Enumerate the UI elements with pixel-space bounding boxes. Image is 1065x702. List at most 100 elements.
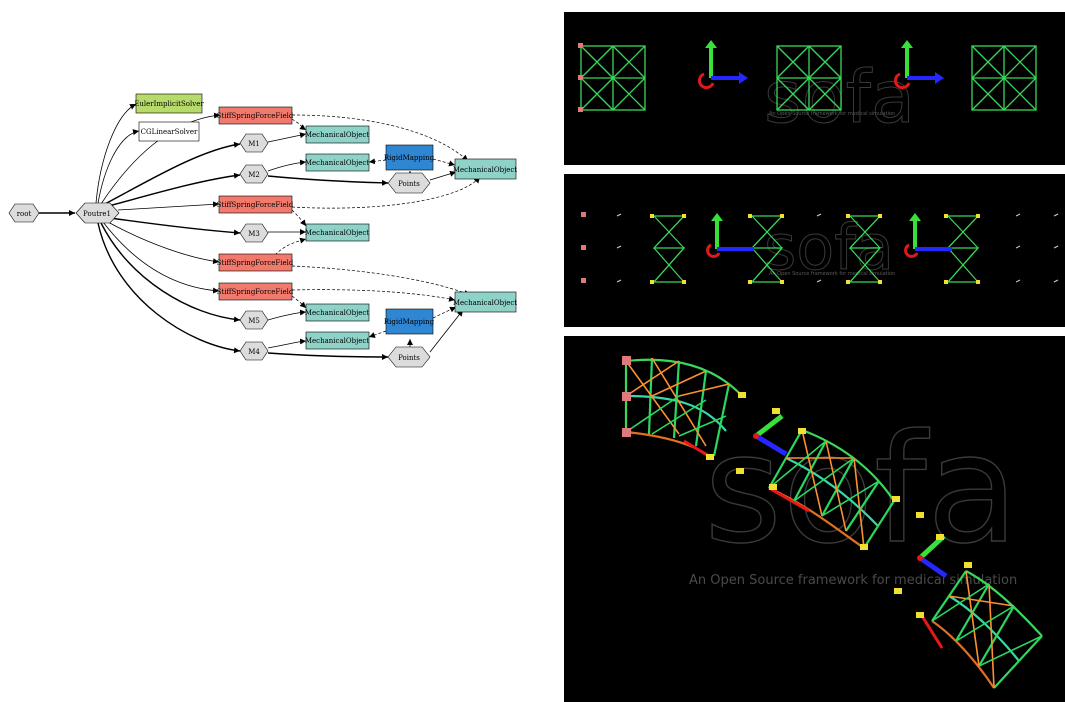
zigzag-4 (946, 215, 980, 283)
node-cg-solver[interactable]: CGLinearSolver (138, 121, 200, 142)
graph-nodes: root Poutre1 EulerImplicitSolver CGLinea… (8, 93, 517, 368)
edge-poutre1-m2 (104, 172, 241, 208)
node-ssff-2[interactable]: StiffSpringForceField (217, 195, 294, 214)
graph-edges (39, 103, 464, 360)
node-cg-label: CGLinearSolver (141, 128, 198, 136)
compressed-scene: sofa An Open Source framework for medica… (581, 211, 1059, 285)
node-points-2-label: Points (398, 354, 420, 362)
dash-ssff4-mopts2 (291, 289, 456, 302)
edge-points1-mopts1 (429, 170, 457, 181)
beam-segment-3 (971, 45, 1037, 111)
node-m3[interactable]: M3 (239, 223, 269, 243)
graph-dashed-edges (274, 114, 481, 338)
node-root-label: root (17, 210, 32, 218)
watermark-small-1: An Open Source framework for medical sim… (769, 111, 895, 117)
sofa-logo-outline-3: sofa (704, 403, 1019, 577)
node-euler-label: EulerImplicitSolver (134, 100, 204, 108)
zigzag-2 (750, 215, 784, 283)
edge-m2-mo (267, 159, 307, 172)
watermark-small-2: An Open Source framework for medical sim… (769, 271, 895, 277)
node-ssff-1-label: StiffSpringForceField (217, 112, 294, 120)
node-mo-m3[interactable]: MechanicalObject (305, 223, 369, 242)
node-rigid-mapping-1[interactable]: RigidMapping (384, 144, 435, 171)
dash-ssff2-mo (291, 209, 307, 227)
node-euler-solver[interactable]: EulerImplicitSolver (134, 93, 204, 114)
edge-m1-mo (267, 132, 307, 143)
edge-m5-mo (267, 309, 307, 321)
small-ticks (616, 213, 1059, 283)
dash-ssff4-mo (291, 295, 307, 309)
bent-scene: sofa An Open Source framework for medica… (622, 356, 1043, 689)
node-mo-m2-label: MechanicalObject (305, 159, 369, 167)
edge-poutre1-m3 (109, 217, 241, 236)
node-mo-m1[interactable]: MechanicalObject (305, 125, 369, 144)
node-points-2[interactable]: Points (387, 346, 431, 368)
watermark-large: An Open Source framework for medical sim… (689, 573, 1017, 588)
rigid-frame-3 (706, 213, 754, 258)
node-ssff-4[interactable]: StiffSpringForceField (217, 282, 294, 301)
beam-segments-compressed (652, 215, 980, 283)
node-rigid-2-label: RigidMapping (384, 318, 435, 326)
yellow-points-bent (706, 392, 972, 618)
rigid-frame-5 (753, 414, 788, 457)
node-mo-m1-label: MechanicalObject (305, 131, 369, 139)
node-ssff-4-label: StiffSpringForceField (217, 288, 294, 296)
node-ssff-1[interactable]: StiffSpringForceField (217, 106, 294, 125)
bent-segment-2 (768, 428, 895, 549)
edge-poutre1-m1 (102, 141, 241, 206)
edge-m4-points (267, 352, 389, 360)
rigid-frame-1 (697, 40, 748, 90)
node-poutre1[interactable]: Poutre1 (75, 202, 120, 224)
dash-rigid1-mo (368, 158, 387, 165)
dash-ssff3-mopts2 (291, 265, 471, 296)
node-rigid-mapping-2[interactable]: RigidMapping (384, 308, 435, 335)
node-poutre1-label: Poutre1 (83, 210, 111, 218)
node-mo-points-2[interactable]: MechanicalObject (453, 291, 517, 313)
node-m5[interactable]: M5 (239, 310, 269, 330)
node-mo-m3-label: MechanicalObject (305, 229, 369, 237)
zigzag-3 (848, 215, 882, 283)
node-mo-m2[interactable]: MechanicalObject (305, 153, 369, 172)
node-m1[interactable]: M1 (239, 133, 269, 153)
yellow-points-compressed (650, 214, 980, 284)
dash-ssff3-mo (274, 237, 307, 256)
edge-points2-mopts2 (429, 309, 464, 353)
node-mo-points-1[interactable]: MechanicalObject (453, 158, 517, 180)
bent-segment-3 (920, 570, 1043, 689)
edge-m2-points (267, 175, 389, 186)
fixed-points-rest (578, 43, 583, 112)
beam-segments-rest (580, 45, 1037, 111)
node-m2[interactable]: M2 (239, 164, 269, 184)
dash-ssff1-mo (291, 118, 307, 131)
dash-rigid2-mo (368, 330, 387, 338)
fixed-points-compressed (581, 212, 586, 283)
node-mo-m5[interactable]: MechanicalObject (305, 303, 369, 322)
edge-poutre1-m5 (100, 222, 241, 323)
node-m4[interactable]: M4 (239, 341, 269, 361)
rigid-frame-2 (893, 40, 944, 90)
simulation-view-compressed: sofa An Open Source framework for medica… (564, 174, 1065, 327)
edge-poutre1-ssff3 (105, 220, 220, 265)
simulation-view-rest: sofa An Open Source framework for medica… (564, 12, 1065, 165)
edge-poutre1-ssff1 (100, 112, 221, 205)
node-m5-label: M5 (248, 317, 260, 325)
bent-segment-1 (624, 357, 743, 460)
edge-poutre1-ssff2 (117, 201, 220, 211)
edge-poutre1-euler (95, 103, 137, 204)
edge-poutre1-ssff4 (102, 221, 220, 294)
dash-ssff1-mopts1 (291, 114, 469, 162)
rigid-frame-4 (904, 213, 952, 258)
fixed-points-bent (622, 356, 631, 437)
node-points-1[interactable]: Points (387, 172, 431, 194)
node-points-1-label: Points (398, 180, 420, 188)
dash-rigid1-mopts1 (432, 158, 456, 167)
node-mo-m4-label: MechanicalObject (305, 337, 369, 345)
node-ssff-3[interactable]: StiffSpringForceField (217, 253, 294, 272)
node-mo-m5-label: MechanicalObject (305, 309, 369, 317)
zigzag-1 (652, 215, 686, 283)
edge-poutre1-m4 (97, 222, 241, 354)
node-ssff-2-label: StiffSpringForceField (217, 201, 294, 209)
node-root[interactable]: root (8, 203, 40, 223)
node-mo-m4[interactable]: MechanicalObject (305, 331, 369, 350)
node-mo-pts-2-label: MechanicalObject (453, 299, 517, 307)
